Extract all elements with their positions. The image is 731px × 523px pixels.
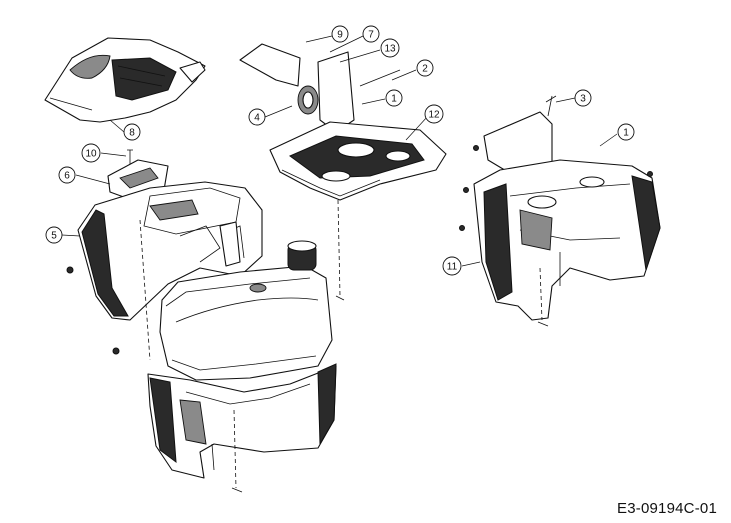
svg-text:7: 7 [368,30,374,41]
svg-text:13: 13 [384,44,396,55]
callout-13: 13 [380,38,400,58]
part-5-front-pod [66,181,263,355]
callout-11: 11 [442,256,462,276]
svg-text:1: 1 [623,128,629,139]
svg-text:3: 3 [580,94,586,105]
callout-2: 2 [416,59,434,77]
dash-frame-upper [239,43,355,133]
callout-8: 8 [123,123,141,141]
diagram-reference-code: E3-09194C-01 [617,500,717,517]
svg-text:11: 11 [447,262,458,273]
svg-text:1: 1 [391,94,397,105]
part-8-dash-cover [44,37,206,123]
part-12-top-plate [269,121,447,201]
throttle-cables [139,69,549,493]
callout-5: 5 [45,226,63,244]
callout-3: 3 [574,89,592,107]
callout-4: 4 [248,108,266,126]
callout-1-center: 1 [385,89,403,107]
svg-text:6: 6 [64,171,70,182]
lower-body-center [147,363,337,479]
callout-10: 10 [81,143,101,163]
callout-9-upper: 9 [331,25,349,43]
callout-6: 6 [58,166,76,184]
svg-text:8: 8 [129,128,135,139]
part-11-right-assembly [459,95,661,321]
svg-text:2: 2 [422,64,428,75]
callout-7: 7 [362,25,380,43]
svg-text:4: 4 [254,113,260,124]
callout-bubbles: 9 7 13 2 1 12 4 3 [45,25,635,276]
svg-text:12: 12 [428,110,440,121]
svg-text:5: 5 [51,231,57,242]
svg-text:10: 10 [85,149,97,160]
leader-lines [61,35,618,267]
svg-text:9: 9 [337,30,343,41]
callout-12: 12 [424,104,444,124]
callout-1-right: 1 [617,123,635,141]
fuel-tank [159,240,333,381]
